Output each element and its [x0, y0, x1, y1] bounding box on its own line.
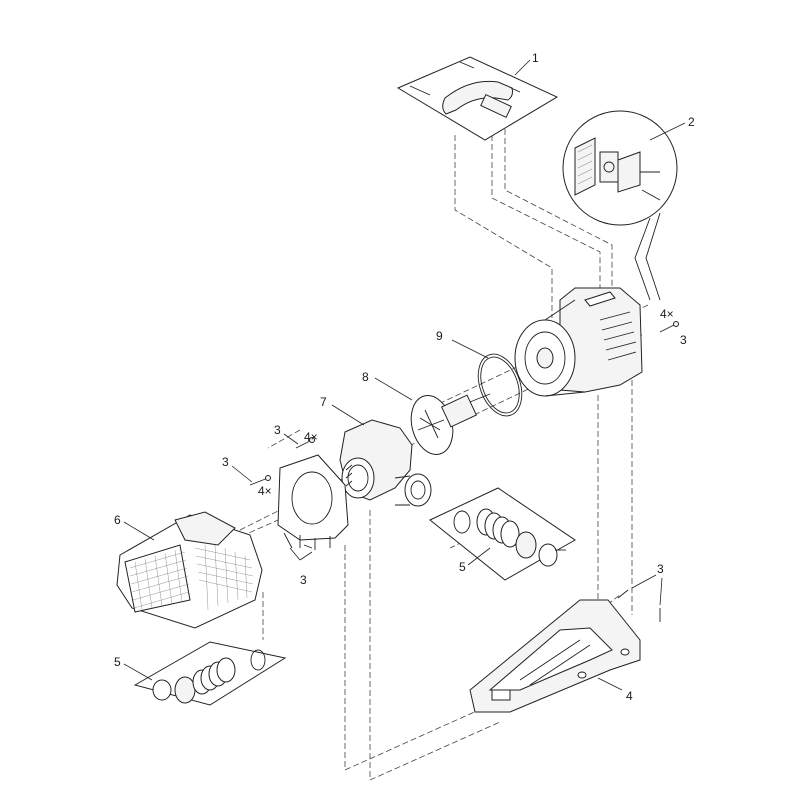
part-7-inlet-neck [394, 475, 411, 506]
callout-6: 6 [114, 513, 121, 527]
part-5-right-hose [476, 508, 520, 548]
motor-top-slot [584, 291, 616, 307]
part-5-right-gasket [453, 510, 471, 534]
part-1-handle-bracket [480, 93, 512, 119]
part-8-shaft [469, 393, 491, 403]
part-5-right-nut [515, 531, 537, 559]
part-7-outlet-port-inner [347, 464, 369, 492]
part-2-clamp-cover [617, 151, 641, 193]
base-screw-1 [617, 589, 629, 599]
part-6-mesh-side-grid [194, 544, 254, 611]
flange-screw-bottom-2 [303, 544, 313, 549]
part-7-inlet-port-inner [410, 480, 426, 500]
callout-8: 8 [362, 370, 369, 384]
part-5-left-gasket [250, 649, 266, 671]
callout-1: 1 [532, 51, 539, 65]
callout-2: 2 [688, 115, 695, 129]
motor-cooling-fins [599, 311, 637, 361]
part-7-inlet-port [404, 473, 432, 507]
callout-5-left: 5 [114, 655, 121, 669]
callout-7: 7 [320, 395, 327, 409]
part-6-mesh-front-grid [129, 549, 190, 611]
part-4-base [469, 599, 641, 713]
part-2-cable-hole [603, 161, 615, 173]
callout-4-leader [597, 677, 623, 691]
part-4-base-hole-2 [577, 671, 587, 679]
flange-plate [277, 454, 349, 550]
part-1-screw-top [459, 61, 475, 69]
motor-front-ring [524, 331, 566, 385]
flange-plate-body [277, 454, 349, 541]
callout-1-leader [514, 59, 531, 76]
part-4-base-hole-1 [620, 648, 630, 656]
callout-qty-left: 4× [258, 484, 272, 498]
callout-qty-top: 4× [304, 430, 318, 444]
part-1-screw-left [409, 85, 431, 96]
part-4-base-ribs [519, 639, 591, 686]
part-1-handle [442, 80, 513, 115]
motor-screw [659, 321, 679, 333]
callout-6-leader [123, 521, 155, 541]
callout-3-bottom: 3 [300, 573, 307, 587]
flange-screw-bottom-1 [283, 532, 293, 549]
part-9-o-ring [477, 353, 523, 417]
callout-3-top: 3 [274, 423, 281, 437]
part-5-hose-set-right [429, 487, 576, 581]
part-5-hose-set-left [133, 641, 287, 706]
part-7-pump-housing [339, 419, 432, 507]
part-9-o-ring-inner [480, 356, 520, 414]
callout-4: 4 [626, 689, 633, 703]
part-2-clamp-body [599, 151, 619, 183]
callout-9: 9 [436, 329, 443, 343]
part-2-detail-group [562, 110, 678, 301]
housing-screw-top-head [309, 437, 315, 443]
part-2-back-plate [574, 137, 596, 196]
part-2-detail-pointer [634, 217, 651, 301]
flange-screw-left [249, 477, 269, 486]
part-1-handle-group [396, 56, 559, 141]
part-5-left-nut [174, 676, 196, 704]
part-2-screw-2 [641, 189, 661, 201]
callout-3-motor: 3 [680, 333, 687, 347]
flange-screw-left-head [265, 475, 271, 481]
part-5-left-clamp [152, 679, 172, 701]
callout-3-base: 3 [657, 562, 664, 576]
part-8-rotor-magnet [440, 394, 478, 428]
callout-qty-motor: 4× [660, 307, 674, 321]
callout-5-right: 5 [459, 560, 466, 574]
callout-9-leader [451, 339, 489, 359]
flange-plate-tabs [299, 535, 331, 550]
part-5-left-hose [192, 657, 236, 695]
callout-7-leader [331, 404, 365, 426]
callout-3-left-leader [231, 465, 253, 483]
part-1-screw-right [510, 87, 521, 93]
motor-housing [514, 287, 643, 397]
part-5-right-clamp [538, 543, 558, 567]
callout-3-top-leader [283, 433, 299, 445]
motor-screw-head [673, 321, 679, 327]
callout-3-base-leader-2 [659, 577, 663, 606]
callout-5-left-leader [123, 663, 153, 681]
callout-2-leader [649, 122, 686, 141]
part-8-impeller [410, 393, 491, 455]
motor-shaft-hole [536, 347, 554, 369]
part-7-outlet-thread [345, 464, 353, 487]
part-6-filter-basket [116, 511, 263, 629]
callout-3-bottom-leader-2 [299, 551, 313, 561]
part-4-base-slot [491, 689, 511, 701]
part-6-basket-top [174, 511, 236, 546]
part-8-impeller-vanes [417, 409, 445, 439]
callout-8-leader [374, 377, 413, 401]
callout-3-base-leader-1 [631, 574, 657, 589]
callout-3-bottom-leader-1 [289, 547, 301, 561]
part-7-outlet-port [341, 457, 375, 499]
flange-plate-hole [291, 471, 333, 525]
part-2-detail-pointer-2 [645, 212, 661, 301]
part-6-mesh-front [124, 544, 191, 613]
callout-5-right-leader [467, 547, 491, 566]
callout-3-left: 3 [222, 455, 229, 469]
motor-body [559, 287, 643, 393]
